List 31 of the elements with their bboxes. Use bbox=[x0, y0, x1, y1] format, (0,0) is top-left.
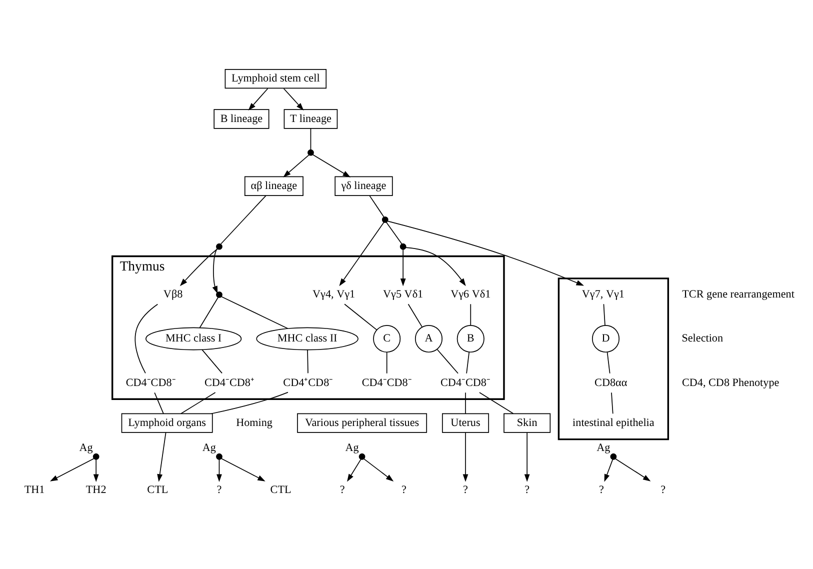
node-text: CD4⁻CD8⁺ bbox=[204, 376, 254, 389]
node-text: intestinal epithelia bbox=[572, 416, 654, 429]
node-text: CTL bbox=[270, 484, 292, 496]
node-text: Vγ5 Vδ1 bbox=[383, 288, 424, 301]
node-text: CD4⁻CD8⁻ bbox=[440, 376, 490, 389]
node-text: CD8αα bbox=[594, 376, 628, 389]
node-text: ? bbox=[599, 484, 604, 496]
node-label: Ag bbox=[79, 442, 93, 454]
node-label: Ag bbox=[345, 442, 359, 454]
label: CD4, CD8 Phenotype bbox=[682, 376, 780, 389]
label: Selection bbox=[682, 332, 724, 345]
node-text: ? bbox=[340, 484, 345, 496]
node-text: CD4⁺CD8⁻ bbox=[283, 376, 334, 389]
node-text: Vγ7, Vγ1 bbox=[582, 288, 624, 301]
node-text: TH2 bbox=[86, 484, 106, 496]
node-text: ? bbox=[401, 484, 406, 496]
node-text: ? bbox=[524, 484, 530, 496]
node-text: Vγ6 Vδ1 bbox=[450, 288, 491, 301]
node-text: Vγ4, Vγ1 bbox=[312, 288, 356, 301]
label: Homing bbox=[236, 416, 272, 429]
node-text: ? bbox=[463, 484, 468, 496]
node-text: ? bbox=[660, 484, 666, 496]
node-text: TH1 bbox=[24, 484, 45, 496]
node-label: Ag bbox=[596, 442, 610, 454]
node-text: Vβ8 bbox=[163, 288, 183, 301]
node-text: CD4⁻CD8⁻ bbox=[362, 376, 412, 389]
node-label: Ag bbox=[202, 442, 216, 454]
node-text: CTL bbox=[147, 484, 168, 496]
node-text: CD4⁻CD8⁻ bbox=[126, 376, 176, 389]
label: TCR gene rearrangement bbox=[682, 288, 794, 301]
node-text: ? bbox=[216, 484, 222, 496]
